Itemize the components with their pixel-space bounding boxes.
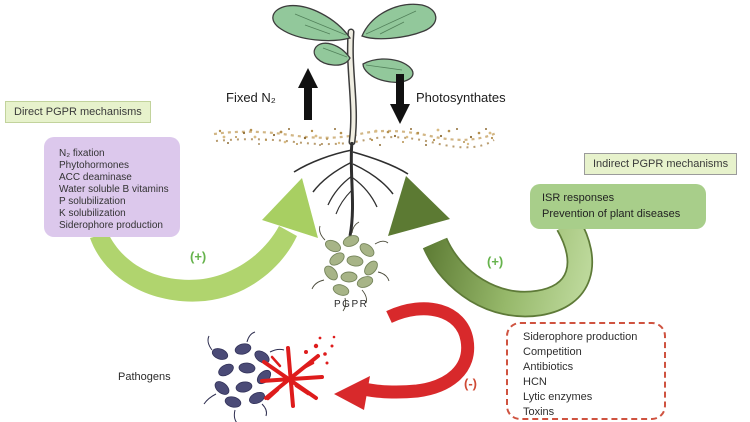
up-arrow-icon: [298, 68, 318, 120]
negative-arrow-icon: [334, 302, 475, 410]
biocontrol-item: Competition: [523, 346, 582, 358]
pathogen-bacteria-icon: [203, 331, 285, 422]
indirect-positive-arrow-icon: [388, 176, 594, 318]
biocontrol-item: HCN: [523, 376, 547, 388]
fixed-n2-label: Fixed N₂: [226, 90, 276, 105]
biocontrol-item: Lytic enzymes: [523, 391, 593, 403]
direct-mechanism-item: ACC deaminase: [59, 172, 132, 183]
direct-mechanism-item: K solubilization: [59, 208, 126, 219]
indirect-mechanisms-title: Indirect PGPR mechanisms: [584, 153, 738, 175]
indirect-mechanism-item: Prevention of plant diseases: [542, 208, 681, 220]
direct-mechanisms-title: Direct PGPR mechanisms: [5, 101, 151, 123]
direct-mechanism-item: P solubilization: [59, 196, 126, 207]
biocontrol-item: Siderophore production: [523, 331, 638, 343]
direct-mechanism-item: Water soluble B vitamins: [59, 184, 169, 195]
indirect-mechanisms-box: ISR responses Prevention of plant diseas…: [530, 184, 706, 229]
pathogen-fungus-icon: [260, 335, 336, 408]
biocontrol-item: Toxins: [523, 406, 555, 418]
pgpr-bacteria-icon: [311, 221, 390, 312]
plus-sign-direct: (+): [190, 249, 207, 264]
plus-sign-indirect: (+): [487, 254, 504, 269]
direct-mechanisms-box: N₂ fixation Phytohormones ACC deaminase …: [44, 137, 180, 237]
minus-sign: (-): [464, 376, 477, 391]
direct-positive-arrow-icon: [90, 178, 318, 302]
direct-mechanism-item: N₂ fixation: [59, 148, 105, 159]
biocontrol-mechanisms-box: Siderophore production Competition Antib…: [506, 322, 666, 420]
down-arrow-icon: [390, 74, 410, 124]
direct-mechanism-item: Phytohormones: [59, 160, 130, 171]
direct-mechanism-item: Siderophore production: [59, 220, 163, 231]
photosynthates-label: Photosynthates: [416, 90, 506, 105]
biocontrol-item: Antibiotics: [523, 361, 574, 373]
pgpr-label: PGPR: [334, 299, 369, 310]
soil-line: [213, 128, 497, 149]
pathogens-label: Pathogens: [118, 371, 171, 383]
plant-illustration-icon: [272, 3, 437, 237]
indirect-mechanism-item: ISR responses: [542, 192, 615, 204]
